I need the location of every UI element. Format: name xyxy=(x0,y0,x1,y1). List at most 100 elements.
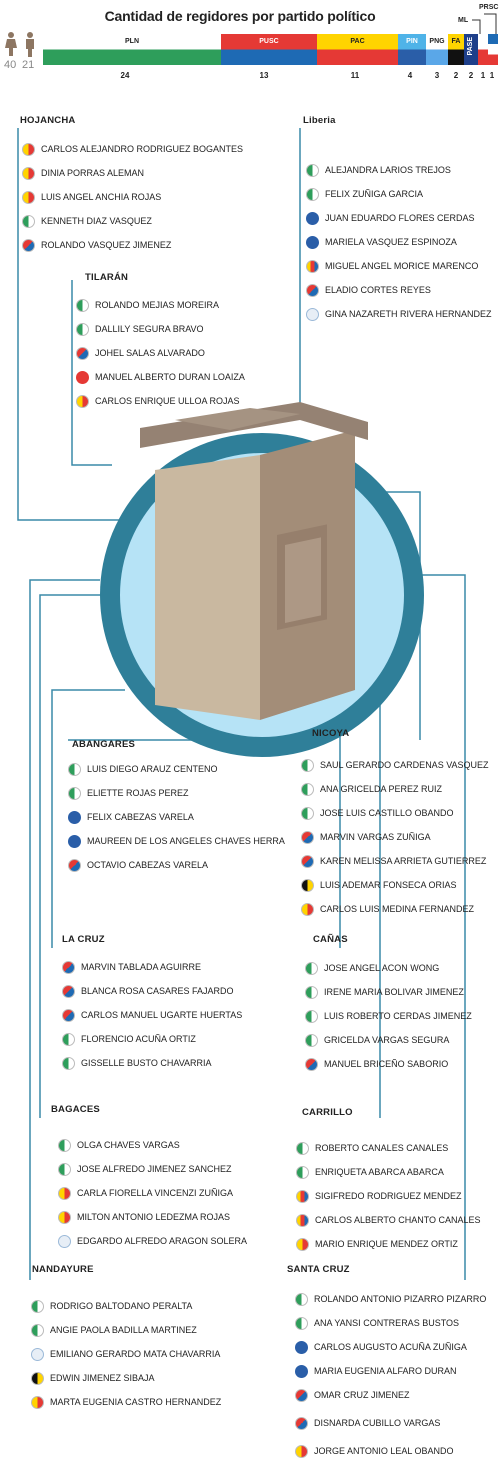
councilor-name: MARTA EUGENIA CASTRO HERNANDEZ xyxy=(50,1397,222,1407)
councilor-item: EDGARDO ALFREDO ARAGON SOLERA xyxy=(58,1232,247,1250)
party-pusc-icon xyxy=(68,858,81,872)
councilor-item: RODRIGO BALTODANO PERALTA xyxy=(31,1297,192,1315)
councilor-item: BLANCA ROSA CASARES FAJARDO xyxy=(62,982,234,1000)
bar-label-pusc: PUSC xyxy=(259,38,279,45)
party-pln-icon xyxy=(301,806,314,820)
region-title: ABANGARES xyxy=(72,739,136,750)
councilor-name: FELIX ZUÑIGA GARCIA xyxy=(325,189,424,199)
councilor-name: DISNARDA CUBILLO VARGAS xyxy=(314,1418,441,1428)
party-pln-icon xyxy=(305,985,318,999)
bar-segment-ml xyxy=(478,34,488,65)
councilor-name: MAUREEN DE LOS ANGELES CHAVES HERRA xyxy=(87,836,285,846)
councilor-name: CARLOS ALBERTO CHANTO CANALES xyxy=(315,1215,481,1225)
councilor-item: MANUEL BRICEÑO SABORIO xyxy=(305,1055,448,1073)
councilor-item: MARVIN VARGAS ZUÑIGA xyxy=(301,828,431,846)
councilor-item: DINIA PORRAS ALEMAN xyxy=(22,164,144,182)
councilor-name: GISSELLE BUSTO CHAVARRIA xyxy=(81,1058,212,1068)
bar-segment-pase: PASE xyxy=(464,34,478,65)
party-pln-icon xyxy=(58,1162,71,1176)
party-pusc-icon xyxy=(62,984,75,998)
count-pusc: 13 xyxy=(259,71,269,80)
bar-label-png: PNG xyxy=(429,38,445,45)
councilor-name: CARLOS ENRIQUE ULLOA ROJAS xyxy=(95,396,240,406)
councilor-item: MILTON ANTONIO LEDEZMA ROJAS xyxy=(58,1208,230,1226)
party-pin-icon xyxy=(68,810,81,824)
councilor-item: JOSE ANGEL ACON WONG xyxy=(305,959,439,977)
councilor-name: ROBERTO CANALES CANALES xyxy=(315,1143,449,1153)
councilor-item: MARIELA VASQUEZ ESPINOZA xyxy=(306,233,457,251)
party-bar: PLN PUSC PAC PIN PNG FA PASE xyxy=(43,34,498,65)
councilor-item: OLGA CHAVES VARGAS xyxy=(58,1136,180,1154)
party-seat-header: Cantidad de regidores por partido políti… xyxy=(0,0,500,86)
party-pln-icon xyxy=(305,1033,318,1047)
councilor-item: DISNARDA CUBILLO VARGAS xyxy=(295,1414,440,1432)
party-pac-icon xyxy=(76,394,89,408)
councilor-item: ELIETTE ROJAS PEREZ xyxy=(68,784,189,802)
councilor-item: MARVIN TABLADA AGUIRRE xyxy=(62,958,201,976)
party-pln-icon xyxy=(76,322,89,336)
councilor-name: KAREN MELISSA ARRIETA GUTIERREZ xyxy=(320,856,487,866)
councilor-item: IRENE MARIA BOLIVAR JIMENEZ xyxy=(305,983,464,1001)
councilor-item: MIGUEL ANGEL MORICE MARENCO xyxy=(306,257,478,275)
party-pln-icon xyxy=(31,1299,44,1313)
party-pac-icon xyxy=(58,1210,71,1224)
councilor-name: SIGIFREDO RODRIGUEZ MENDEZ xyxy=(315,1191,462,1201)
party-pusc-icon xyxy=(301,830,314,844)
region-title: HOJANCHA xyxy=(20,115,76,126)
count-pac: 11 xyxy=(350,71,360,80)
tag-connectors xyxy=(472,13,497,34)
councilor-item: ANA YANSI CONTRERAS BUSTOS xyxy=(295,1314,459,1332)
party-pusc-icon xyxy=(295,1416,308,1430)
councilor-item: JOSE LUIS CASTILLO OBANDO xyxy=(301,804,454,822)
gender-icons xyxy=(5,32,34,57)
councilor-name: RODRIGO BALTODANO PERALTA xyxy=(50,1301,193,1311)
councilor-item: LUIS ANGEL ANCHIA ROJAS xyxy=(22,188,161,206)
party-pac-icon xyxy=(22,142,35,156)
party-pln-icon xyxy=(295,1292,308,1306)
councilor-item: SAUL GERARDO CARDENAS VASQUEZ xyxy=(301,756,489,774)
councilor-item: JOHEL SALAS ALVARADO xyxy=(76,344,205,362)
councilor-name: ANGIE PAOLA BADILLA MARTINEZ xyxy=(50,1325,197,1335)
woman-icon xyxy=(5,32,17,56)
men-count: 21 xyxy=(22,59,35,71)
party-pln-icon xyxy=(301,758,314,772)
councilor-name: JOHEL SALAS ALVARADO xyxy=(95,348,205,358)
councilor-item: MAUREEN DE LOS ANGELES CHAVES HERRA xyxy=(68,832,285,850)
bar-label-pin: PIN xyxy=(406,38,418,45)
count-pin: 4 xyxy=(407,71,413,80)
councilor-item: OMAR CRUZ JIMENEZ xyxy=(295,1386,410,1404)
councilor-item: ROBERTO CANALES CANALES xyxy=(296,1139,448,1157)
councilor-name: BLANCA ROSA CASARES FAJARDO xyxy=(81,986,234,996)
party-pln-icon xyxy=(296,1165,309,1179)
councilor-item: ROLANDO MEJIAS MOREIRA xyxy=(76,296,219,314)
bar-segment-pac: PAC xyxy=(317,34,398,65)
councilor-item: ENRIQUETA ABARCA ABARCA xyxy=(296,1163,444,1181)
party-pac-icon xyxy=(22,166,35,180)
party-pln-icon xyxy=(62,1056,75,1070)
councilor-item: CARLOS LUIS MEDINA FERNANDEZ xyxy=(301,900,474,918)
party-pusc-icon xyxy=(305,1057,318,1071)
party-prsc-icon xyxy=(306,259,319,273)
councilor-item: JORGE ANTONIO LEAL OBANDO xyxy=(295,1442,454,1460)
party-pln-icon xyxy=(68,762,81,776)
party-pusc-icon xyxy=(306,283,319,297)
councilor-name: ELADIO CORTES REYES xyxy=(325,285,431,295)
councilor-name: CARLOS ALEJANDRO RODRIGUEZ BOGANTES xyxy=(41,144,244,154)
councilor-name: LUIS ADEMAR FONSECA ORIAS xyxy=(320,880,457,890)
councilor-item: LUIS ROBERTO CERDAS JIMENEZ xyxy=(305,1007,472,1025)
party-pln-icon xyxy=(296,1141,309,1155)
councilor-name: GINA NAZARETH RIVERA HERNANDEZ xyxy=(325,309,492,319)
count-pase: 2 xyxy=(468,71,474,80)
councilor-item: FELIX ZUÑIGA GARCIA xyxy=(306,185,423,203)
tag-prsc: PRSC xyxy=(479,4,499,11)
councilor-name: LUIS DIEGO ARAUZ CENTENO xyxy=(87,764,218,774)
region-title: BAGACES xyxy=(51,1104,100,1115)
councilor-name: JORGE ANTONIO LEAL OBANDO xyxy=(314,1446,454,1456)
party-pln-icon xyxy=(76,298,89,312)
party-pln-icon xyxy=(305,961,318,975)
party-pln-icon xyxy=(301,782,314,796)
councilor-item: CARLOS ALBERTO CHANTO CANALES xyxy=(296,1211,481,1229)
party-pin-icon xyxy=(295,1364,308,1378)
councilor-item: LUIS DIEGO ARAUZ CENTENO xyxy=(68,760,218,778)
bar-label-pln: PLN xyxy=(125,38,139,45)
